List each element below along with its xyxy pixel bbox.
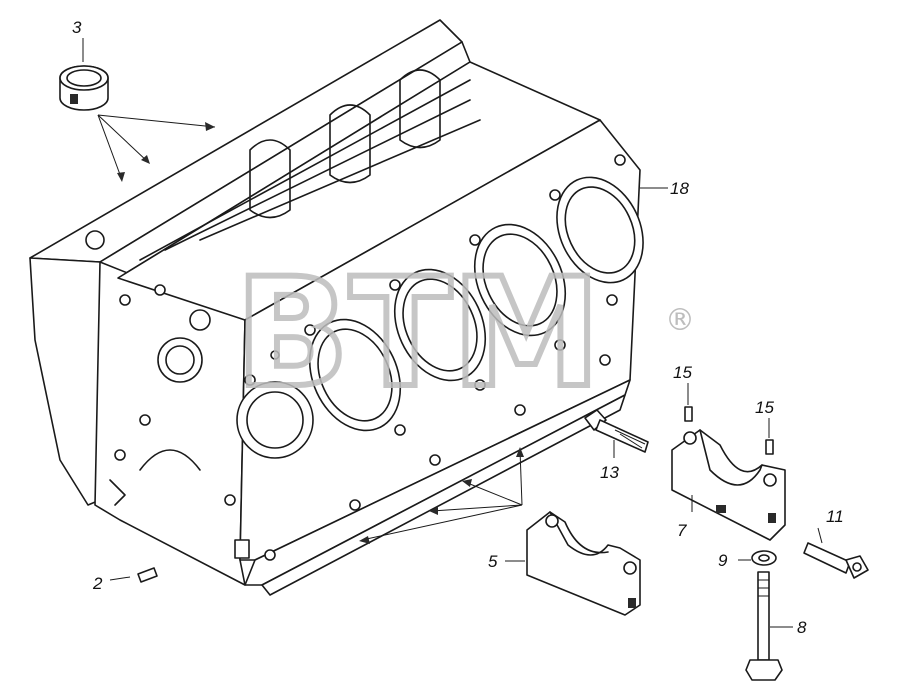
callout-15-lower: 15 [755, 398, 774, 417]
callout-7: 7 [677, 521, 687, 540]
watermark: BTM ® [232, 244, 695, 424]
callout-2: 2 [92, 574, 103, 593]
callout-9: 9 [718, 551, 728, 570]
callout-3: 3 [72, 18, 82, 37]
deck-bolt-holes [264, 154, 626, 561]
bore-4 [556, 176, 644, 284]
callout-15-upper: 15 [673, 363, 692, 382]
part-2-pin [137, 567, 158, 583]
callout-5: 5 [488, 552, 498, 571]
bore-2 [393, 268, 487, 382]
bore-3 [473, 223, 567, 337]
part-3-bushing [59, 65, 109, 111]
part-9-washer [751, 550, 777, 566]
part-7-bearing-cap [671, 429, 786, 541]
bore-1 [308, 318, 402, 432]
part-3-arrows [82, 38, 216, 182]
part-11-bolt [803, 542, 869, 579]
callout-8: 8 [797, 618, 807, 637]
part-13-bolt [584, 409, 649, 453]
cylinder-block [29, 19, 641, 596]
callout-13: 13 [600, 463, 619, 482]
front-end-details [85, 230, 314, 559]
watermark-text: BTM [235, 247, 601, 421]
part-15-dowel-a [684, 406, 693, 422]
callout-11: 11 [826, 507, 844, 526]
callout-labels: 3 18 15 15 13 11 7 5 9 8 2 [72, 18, 844, 637]
callout-18: 18 [670, 179, 689, 198]
registered-mark-icon: ® [665, 303, 695, 338]
cylinder-bores [308, 176, 644, 432]
part-8-stud [745, 571, 783, 681]
bearing-cap-arrows [359, 447, 524, 544]
part-5-bearing-cap [526, 511, 641, 616]
part-15-dowel-b [765, 439, 774, 455]
leader-lines [109, 187, 823, 628]
